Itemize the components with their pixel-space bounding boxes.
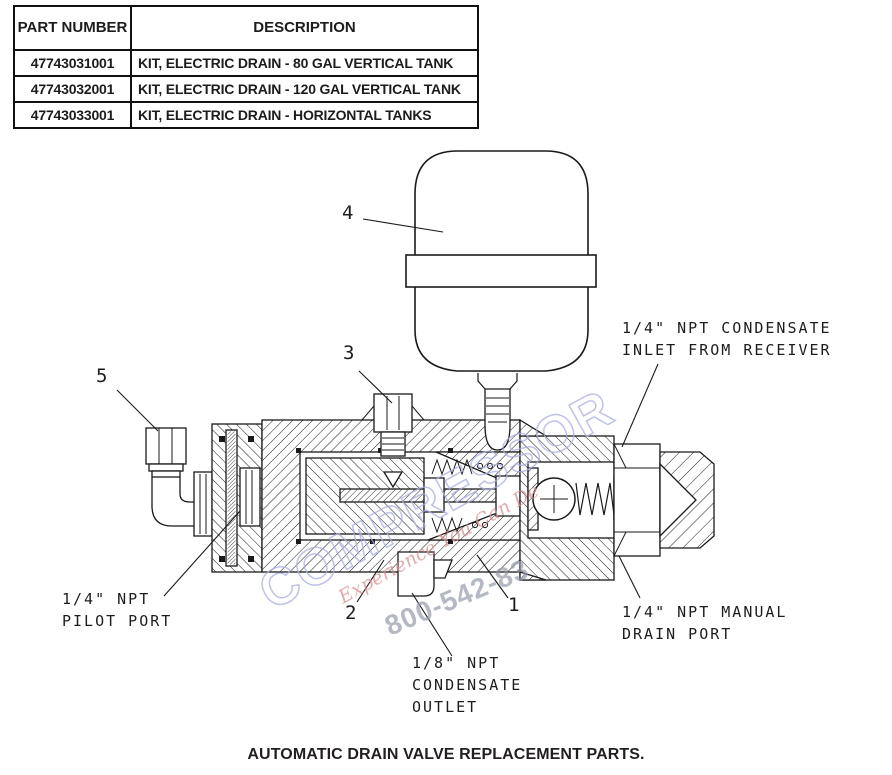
condensate-tank — [405, 150, 597, 372]
label-condensate-outlet: 1/8" NPT CONDENSATE OUTLET — [412, 652, 522, 718]
label-pilot-port: 1/4" NPT PILOT PORT — [62, 588, 172, 632]
label-line: 1/4" NPT CONDENSATE — [622, 319, 832, 337]
table-row: 47743031001 KIT, ELECTRIC DRAIN - 80 GAL… — [13, 49, 479, 77]
callout-1: 1 — [508, 594, 520, 616]
valve-main-body — [261, 419, 662, 573]
label-line: 1/4" NPT — [62, 590, 151, 608]
top-fitting — [361, 393, 425, 489]
callout-3: 3 — [343, 342, 355, 364]
check-spring — [575, 482, 615, 516]
header-part-number: PART NUMBER — [13, 5, 132, 51]
callout-2: 2 — [345, 602, 357, 624]
spring-top — [431, 458, 473, 476]
parts-table: PART NUMBER DESCRIPTION 47743031001 KIT,… — [13, 5, 479, 129]
leader-lines — [116, 218, 659, 657]
label-line: OUTLET — [412, 698, 479, 716]
elbow-fitting — [145, 427, 213, 537]
label-line: 1/8" NPT — [412, 654, 501, 672]
callout-5: 5 — [96, 365, 108, 387]
description-cell: KIT, ELECTRIC DRAIN - HORIZONTAL TANKS — [130, 101, 479, 129]
table-row: 47743032001 KIT, ELECTRIC DRAIN - 120 GA… — [13, 75, 479, 103]
label-condensate-inlet: 1/4" NPT CONDENSATE INLET FROM RECEIVER — [622, 317, 832, 361]
figure-caption: AUTOMATIC DRAIN VALVE REPLACEMENT PARTS. — [247, 746, 645, 763]
part-number-cell: 47743033001 — [13, 101, 132, 129]
table-header-row: PART NUMBER DESCRIPTION — [13, 5, 479, 51]
label-line: DRAIN PORT — [622, 625, 733, 643]
valve-left-cap — [211, 423, 263, 573]
callout-4: 4 — [342, 202, 354, 224]
tank-band — [405, 254, 597, 288]
spring-bottom — [431, 516, 463, 534]
right-plug — [659, 451, 715, 549]
header-description: DESCRIPTION — [130, 5, 479, 51]
bottom-outlet-fitting — [397, 551, 453, 597]
description-cell: KIT, ELECTRIC DRAIN - 120 GAL VERTICAL T… — [130, 75, 479, 103]
label-line: PILOT PORT — [62, 612, 173, 630]
label-manual-drain-port: 1/4" NPT MANUAL DRAIN PORT — [622, 601, 787, 645]
check-valve-section — [519, 418, 641, 581]
part-number-cell: 47743031001 — [13, 49, 132, 77]
collar-nut — [613, 443, 661, 557]
label-line: 1/4" NPT MANUAL — [622, 603, 788, 621]
tank-stem — [477, 373, 518, 451]
description-cell: KIT, ELECTRIC DRAIN - 80 GAL VERTICAL TA… — [130, 49, 479, 77]
label-line: CONDENSATE — [412, 676, 523, 694]
label-line: INLET FROM RECEIVER — [622, 341, 832, 359]
table-row: 47743033001 KIT, ELECTRIC DRAIN - HORIZO… — [13, 101, 479, 129]
part-number-cell: 47743032001 — [13, 75, 132, 103]
